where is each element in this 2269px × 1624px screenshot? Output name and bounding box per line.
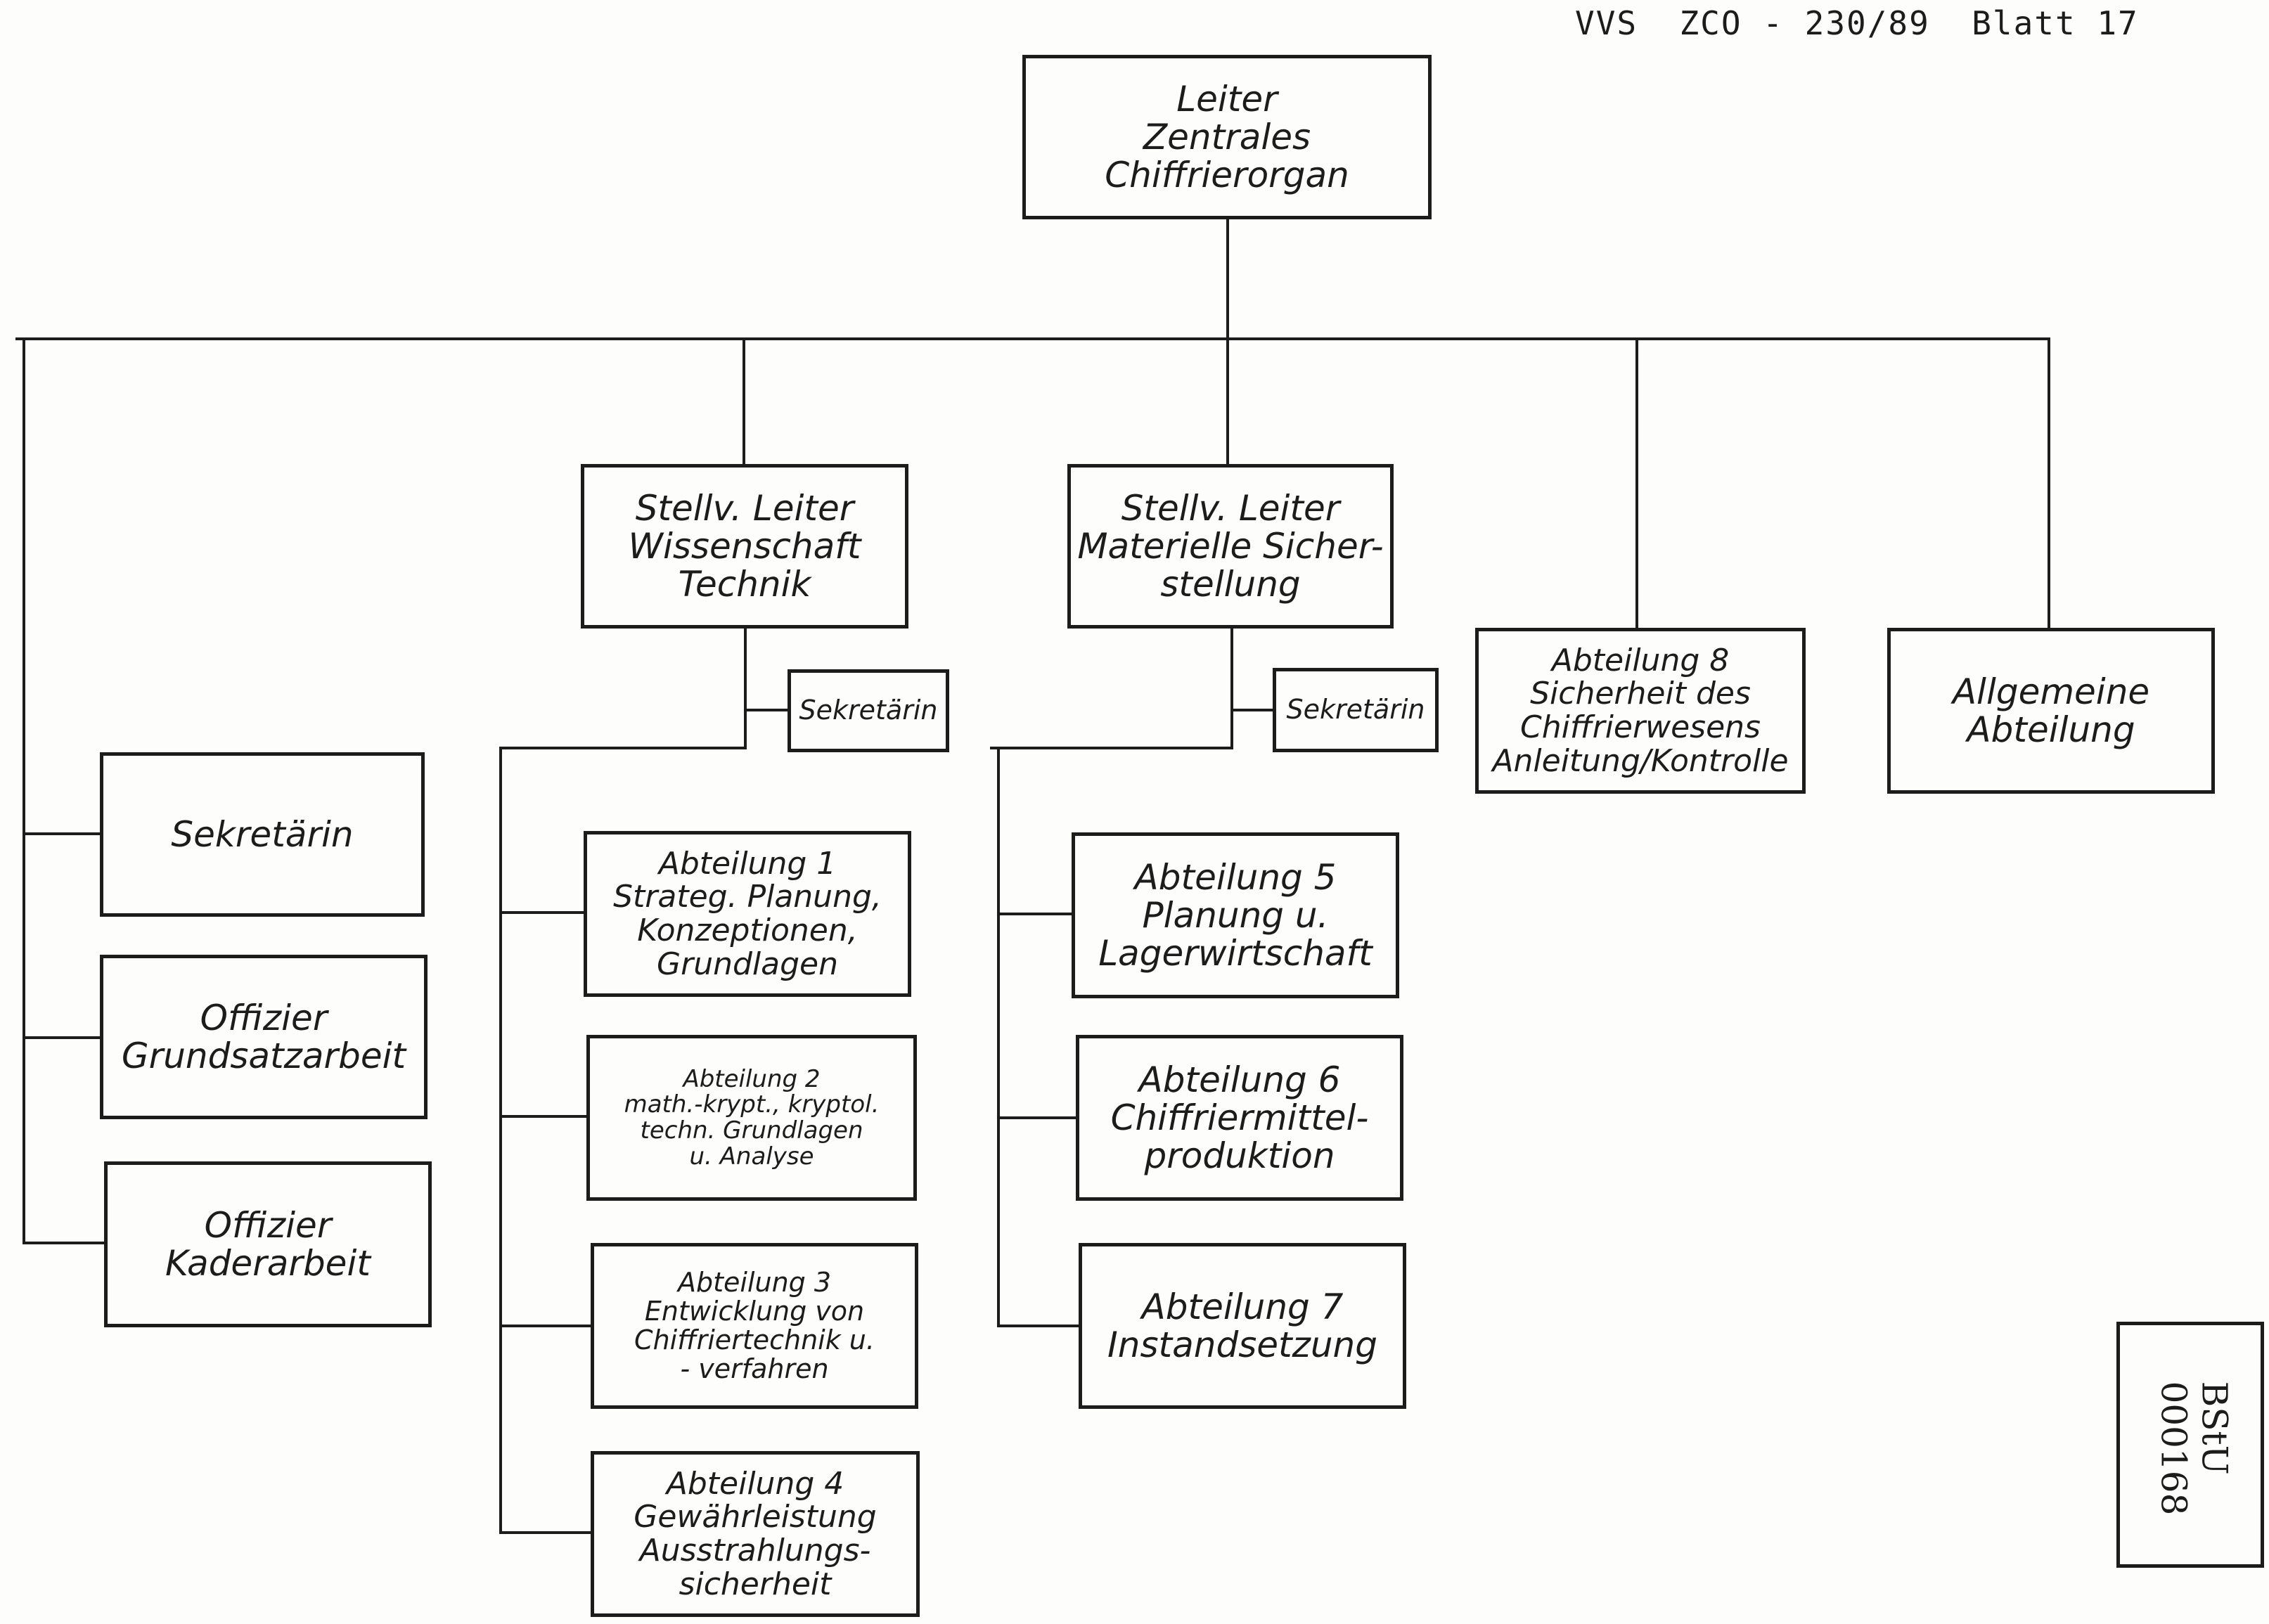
box-text-line: Stellv. Leiter <box>1121 488 1340 529</box>
box-text-line: Strateg. Planung, <box>613 879 882 915</box>
box-text-line: Wissenschaft <box>628 526 861 567</box>
box-text-line: Planung u. <box>1142 895 1329 936</box>
box-text-line: Abteilung 4 <box>666 1465 844 1502</box>
box-text-line: - verfahren <box>680 1353 829 1385</box>
box-text-line: Sekretärin <box>1286 694 1425 726</box>
box-sekretaerin-wt: Sekretärin <box>788 669 949 752</box>
box-sekretaerin-left: Sekretärin <box>100 752 425 917</box>
box-sekretaerin-ms: Sekretärin <box>1273 668 1439 752</box>
box-text-line: Materielle Sicher- <box>1077 526 1384 567</box>
stamp-line-number: 000168 <box>2154 1381 2194 1516</box>
box-text-line: math.-krypt., kryptol. <box>624 1090 880 1119</box>
box-text-line: Abteilung 3 <box>677 1266 832 1298</box>
box-text-line: Abteilung 6 <box>1138 1059 1341 1100</box>
box-text-line: Chiffrierorgan <box>1105 155 1349 195</box>
box-text-line: techn. Grundlagen <box>640 1116 863 1145</box>
box-text-line: Abteilung 2 <box>683 1064 821 1093</box>
box-text-line: Anleitung/Kontrolle <box>1492 742 1789 779</box>
box-text-line: Offizier <box>200 998 328 1038</box>
box-text-line: Abteilung <box>1967 709 2135 750</box>
box-text-line: Zentrales <box>1143 117 1311 157</box>
box-text-line: Instandsetzung <box>1107 1325 1377 1365</box>
box-text-line: stellung <box>1160 564 1301 605</box>
box-text-line: Grundlagen <box>657 946 838 982</box>
box-text-line: Chiffriertechnik u. <box>634 1325 875 1355</box>
stamp-line-agency: BStU <box>2194 1381 2235 1475</box>
box-text-line: Sekretärin <box>799 695 938 726</box>
box-text-line: Leiter <box>1176 79 1278 120</box>
archive-stamp-text: BStU 000168 <box>2154 1381 2235 1516</box>
box-text-line: Kaderarbeit <box>165 1243 371 1284</box>
box-text-line: Entwicklung von <box>644 1295 865 1327</box>
box-text-line: Allgemeine <box>1952 671 2150 712</box>
box-text-line: Lagerwirtschaft <box>1098 933 1373 974</box>
box-text-line: Sicherheit des <box>1530 676 1751 712</box>
box-text-line: u. Analyse <box>689 1142 814 1171</box>
box-text-line: Offizier <box>204 1205 332 1246</box>
box-text-line: Chiffrierwesens <box>1520 709 1761 745</box>
box-text-line: Grundsatzarbeit <box>121 1036 406 1076</box>
box-text-line: produktion <box>1144 1135 1335 1176</box>
document-reference: VVS ZCO - 230/89 Blatt 17 <box>1575 4 2139 42</box>
box-text-line: Stellv. Leiter <box>635 488 854 529</box>
box-text-line: Sekretärin <box>171 814 354 855</box>
box-text-line: Ausstrahlungs- <box>639 1533 871 1568</box>
box-text-line: Gewährleistung <box>634 1499 877 1535</box>
box-text-line: Konzeptionen, <box>637 913 858 948</box>
box-text-line: Abteilung 7 <box>1141 1287 1344 1327</box>
box-text-line: Abteilung 8 <box>1551 642 1730 678</box>
box-text-line: Technik <box>678 564 811 605</box>
box-text-line: sicherheit <box>679 1566 832 1602</box>
box-text-line: Abteilung 1 <box>658 845 837 882</box>
box-text-line: Chiffriermittel- <box>1110 1097 1369 1138</box>
archive-stamp: BStU 000168 <box>2116 1322 2264 1568</box>
box-text-line: Abteilung 5 <box>1134 857 1337 898</box>
